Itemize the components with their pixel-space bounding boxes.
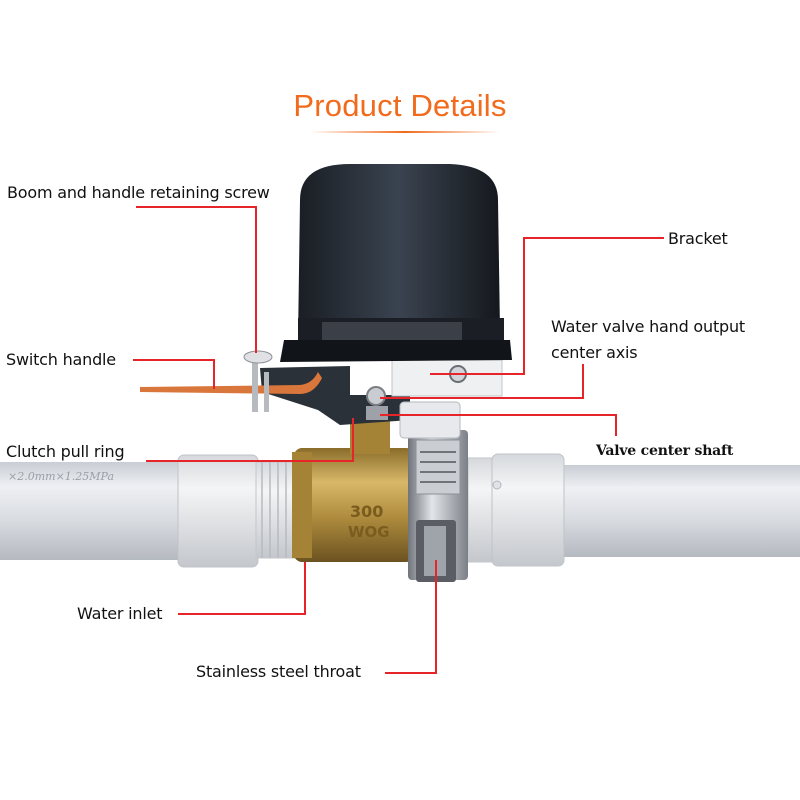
svg-text:WOG: WOG [348,523,390,541]
label-center-shaft: Valve center shaft [596,443,734,459]
label-clutch-ring: Clutch pull ring [6,442,125,461]
callout-boom-screw [136,206,257,353]
label-steel-throat: Stainless steel throat [196,662,361,681]
label-switch-handle: Switch handle [6,350,116,369]
pipe-right [560,465,800,557]
brass-valve-body [294,448,414,562]
callout-bracket [430,237,664,375]
label-boom-screw: Boom and handle retaining screw [7,183,270,202]
pipe-print: ×2.0mm×1.25MPa [8,470,114,483]
callout-clutch-ring [146,418,354,462]
callout-lines [133,206,664,674]
switch-handle [140,372,322,394]
callout-steel-throat [385,560,437,674]
svg-text:300: 300 [350,502,383,521]
label-bracket: Bracket [668,229,728,248]
callout-switch-handle [133,359,215,389]
pipe-left [0,462,200,560]
callout-center-shaft [380,414,617,436]
callout-output-axis [380,364,584,399]
label-water-inlet: Water inlet [77,604,163,623]
label-output-axis-line2: center axis [551,343,638,362]
page-title: Product Details [293,88,507,123]
label-output-axis-line1: Water valve hand output [551,317,746,336]
actuator-housing [298,164,500,340]
callout-water-inlet [178,562,306,615]
title-underline [310,131,500,133]
